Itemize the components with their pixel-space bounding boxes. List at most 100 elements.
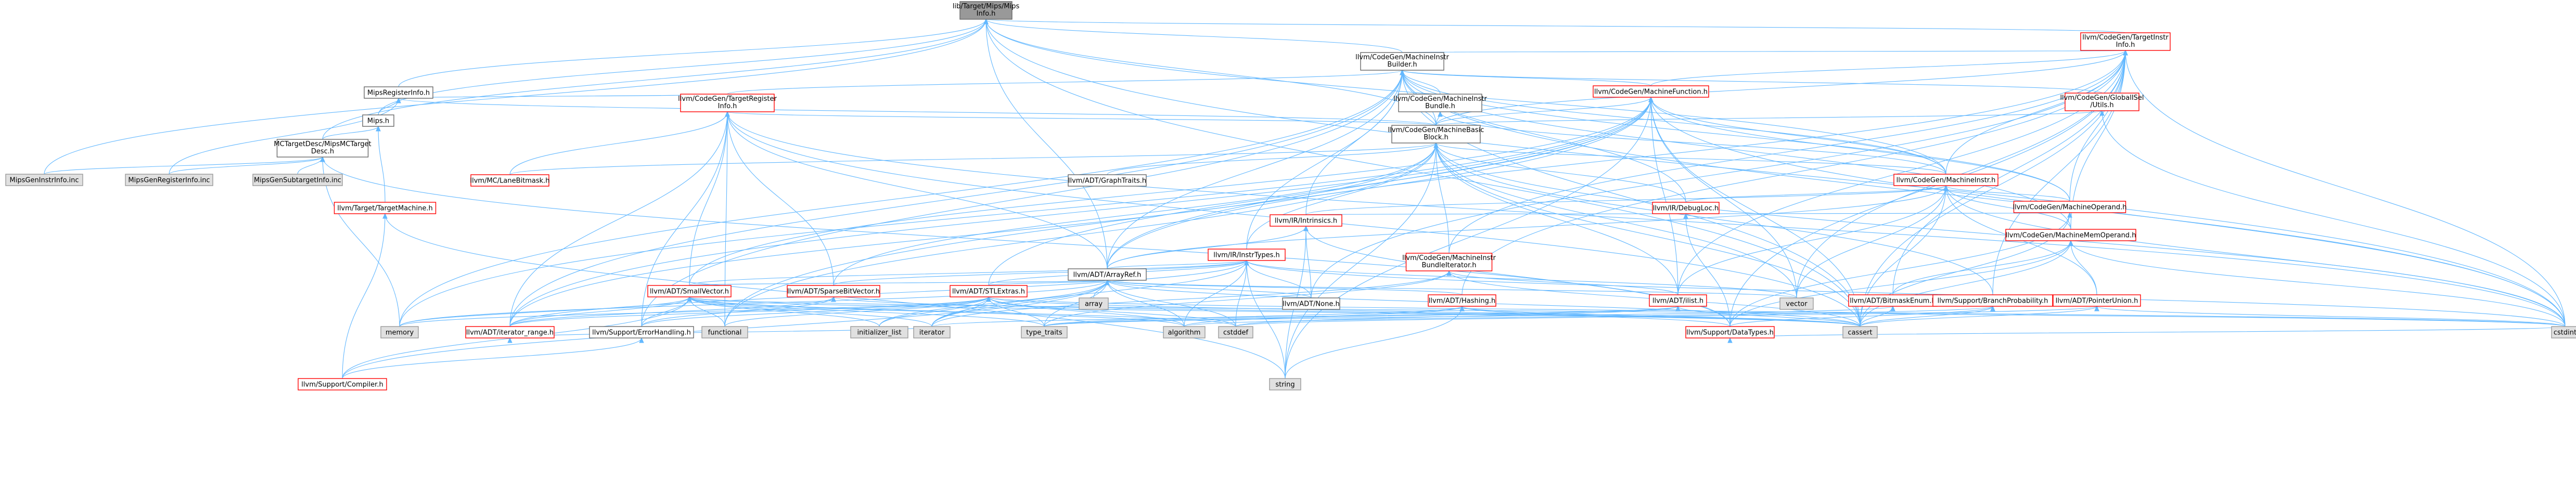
include-edge-irtypes-to-vector (1244, 259, 1797, 298)
node-label: llvm/CodeGen/TargetInstr (2082, 34, 2169, 42)
node-label: string (1275, 381, 1295, 389)
node-label: BundleIterator.h (1421, 262, 1476, 269)
node-label: llvm/ADT/BitmaskEnum.h (1850, 297, 1936, 305)
node-label: llvm/CodeGen/MachineInstr.h (1896, 177, 1996, 185)
node-ptrunion[interactable]: llvm/ADT/PointerUnion.h (2053, 294, 2141, 307)
node-label: llvm/CodeGen/MachineInstr (1402, 254, 1496, 262)
node-box (1208, 249, 1286, 261)
node-hashing[interactable]: llvm/ADT/Hashing.h (1428, 294, 1496, 307)
node-mop[interactable]: llvm/CodeGen/MachineOperand.h (2013, 201, 2127, 213)
node-none[interactable]: llvm/ADT/None.h (1282, 297, 1340, 310)
node-mibi[interactable]: llvm/CodeGen/MachineInstrBundleIterator.… (1402, 253, 1496, 271)
node-box (850, 326, 908, 338)
node-stlextras[interactable]: llvm/ADT/STLExtras.h (950, 285, 1028, 297)
node-mi[interactable]: llvm/CodeGen/MachineInstr.h (1893, 174, 1998, 186)
include-edge-mri-to-mbb (396, 97, 1437, 126)
node-smallvec[interactable]: llvm/ADT/SmallVector.h (647, 285, 732, 297)
node-iterrange[interactable]: llvm/ADT/iterator_range.h (465, 326, 555, 338)
node-box (364, 86, 433, 99)
node-box (959, 1, 1013, 20)
include-edge-root-to-mib (983, 18, 1403, 53)
node-label: llvm/Support/Compiler.h (301, 381, 383, 389)
node-initlist: initializer_list (850, 326, 908, 338)
include-edge-mi-to-intr (1305, 185, 1949, 215)
node-box (950, 285, 1028, 297)
include-edge-mmo-to-ptrunion (2068, 240, 2097, 295)
node-label: llvm/ADT/SparseBitVector.h (787, 288, 880, 296)
node-label: cstddef (1223, 329, 1249, 337)
include-edge-ilist-to-typetraits (1044, 305, 1681, 327)
node-label: initializer_list (857, 329, 901, 337)
node-bprob[interactable]: llvm/Support/BranchProbability.h (1932, 294, 2053, 307)
node-mri[interactable]: MipsRegisterInfo.h (364, 86, 433, 99)
node-label: llvm/ADT/PointerUnion.h (2056, 297, 2138, 305)
node-cstdint: cstdint (2551, 326, 2576, 338)
node-gisel[interactable]: llvm/CodeGen/GlobalISel/Utils.h (2060, 93, 2144, 111)
node-sparsebv[interactable]: llvm/ADT/SparseBitVector.h (787, 285, 880, 297)
node-iterator: iterator (913, 326, 951, 338)
node-gensi: MipsGenSubtargetInfo.inc (252, 174, 343, 186)
node-errh[interactable]: llvm/Support/ErrorHandling.h (589, 326, 694, 338)
node-box (2013, 201, 2126, 213)
include-edge-stlextras-to-initlist (879, 296, 991, 327)
node-mips[interactable]: Mips.h (362, 114, 394, 127)
node-box (470, 174, 549, 187)
node-box (1685, 326, 1775, 338)
node-box (1842, 326, 1878, 338)
node-label: llvm/IR/DebugLoc.h (1653, 205, 1719, 213)
node-label: type_traits (1026, 329, 1062, 337)
node-box (1779, 297, 1814, 310)
node-label: MipsGenInstrInfo.inc (10, 177, 79, 185)
node-box (1218, 326, 1253, 338)
include-edge-mbb-to-mibi (1433, 142, 1450, 254)
node-box (1068, 268, 1147, 281)
node-mf[interactable]: llvm/CodeGen/MachineFunction.h (1593, 85, 1709, 98)
node-label: llvm/CodeGen/MachineFunction.h (1594, 88, 1708, 96)
include-edge-mbb-to-irtypes (1246, 142, 1439, 250)
node-label: MCTargetDesc/MipsMCTarget (274, 140, 371, 148)
node-lanebm[interactable]: llvm/MC/LaneBitmask.h (470, 174, 550, 187)
node-label: Bundle.h (1425, 102, 1455, 110)
include-edge-mib-to-tri (727, 69, 1405, 95)
node-box (701, 326, 748, 338)
node-box (125, 174, 213, 186)
node-label: Info.h (2116, 41, 2135, 49)
include-edge-mf-to-smallvec (689, 96, 1654, 286)
node-dloc[interactable]: llvm/IR/DebugLoc.h (1652, 202, 1720, 214)
node-box (913, 326, 951, 338)
include-edge-tri-to-smallvec (689, 111, 730, 286)
include-edge-root-to-mri (398, 18, 989, 87)
node-ilist[interactable]: llvm/ADT/ilist.h (1649, 294, 1707, 307)
node-box (1021, 326, 1068, 338)
node-label: llvm/ADT/GraphTraits.h (1068, 177, 1146, 185)
node-gtraits[interactable]: llvm/ADT/GraphTraits.h (1068, 174, 1147, 187)
include-edge-mi-to-vector (1796, 185, 1949, 298)
include-edge-tri-to-mbb (725, 111, 1437, 126)
node-label: llvm/CodeGen/MachineOperand.h (2013, 204, 2126, 212)
include-edge-mri-to-genri (169, 97, 401, 175)
node-datatypes[interactable]: llvm/Support/DataTypes.h (1685, 326, 1775, 338)
node-bmenum[interactable]: llvm/ADT/BitmaskEnum.h (1848, 294, 1938, 307)
node-box (252, 174, 343, 186)
node-box (1405, 253, 1493, 271)
node-box (334, 202, 437, 214)
node-box (1079, 297, 1109, 310)
node-intr[interactable]: llvm/IR/Intrinsics.h (1270, 214, 1342, 227)
node-cstddef: cstddef (1218, 326, 1253, 338)
node-box (5, 174, 83, 186)
node-ttm[interactable]: llvm/Target/TargetMachine.h (334, 202, 437, 214)
node-compiler[interactable]: llvm/Support/Compiler.h (298, 378, 387, 390)
node-irtypes[interactable]: llvm/IR/InstrTypes.h (1208, 249, 1286, 261)
node-box (589, 326, 694, 338)
node-mmo[interactable]: llvm/CodeGen/MachineMemOperand.h (2005, 229, 2136, 241)
node-arrayref[interactable]: llvm/ADT/ArrayRef.h (1068, 268, 1147, 281)
node-box (647, 285, 732, 297)
